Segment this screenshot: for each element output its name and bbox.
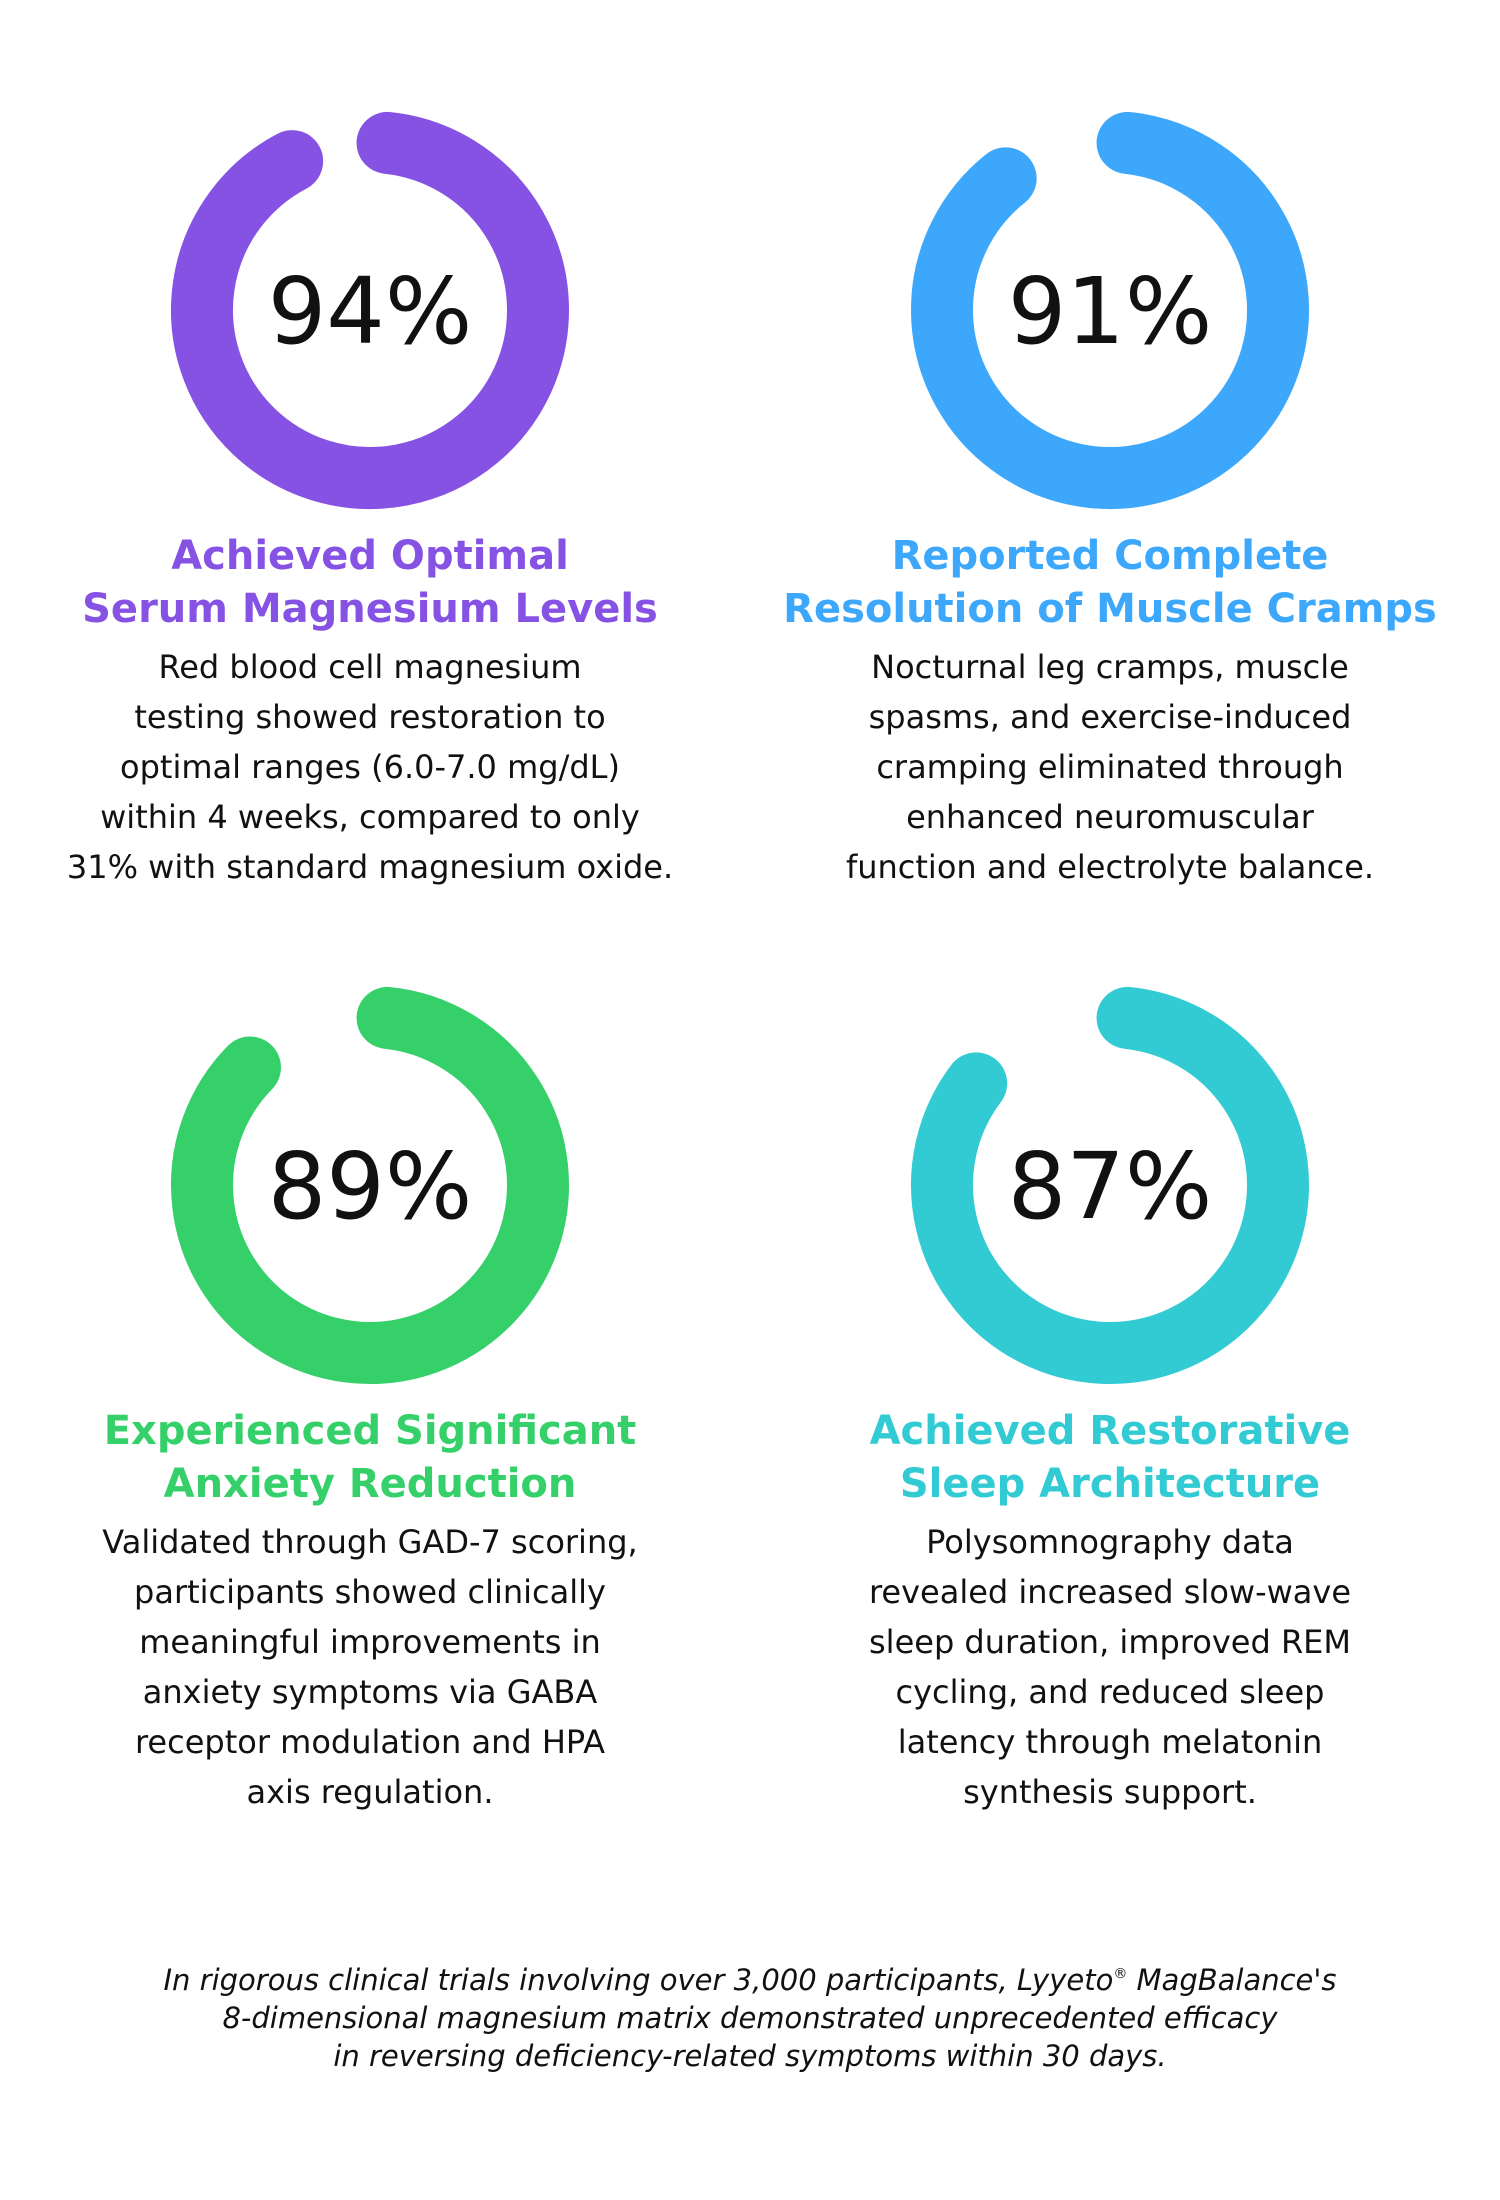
stat-heading: Reported Complete Resolution of Muscle C…	[783, 533, 1437, 632]
stat-card-muscle-cramps: 91% Reported Complete Resolution of Musc…	[740, 100, 1480, 892]
stat-description: Nocturnal leg cramps, muscle spasms, and…	[845, 648, 1375, 886]
progress-ring-arc	[911, 986, 1309, 1384]
clinical-trial-footnote: In rigorous clinical trials involving ov…	[0, 1955, 1500, 2075]
progress-ring-arc	[171, 111, 569, 509]
stat-card-sleep-architecture: 87% Achieved Restorative Sleep Architect…	[740, 975, 1480, 1817]
stat-card-serum-magnesium: 94% Achieved Optimal Serum Magnesium Lev…	[0, 100, 740, 892]
percent-value: 94%	[268, 258, 472, 365]
progress-ring: 91%	[911, 111, 1309, 509]
percent-value: 87%	[1008, 1133, 1212, 1240]
stat-heading: Experienced Significant Anxiety Reductio…	[103, 1408, 637, 1507]
progress-ring-arc	[171, 986, 569, 1384]
progress-ring: 87%	[911, 986, 1309, 1384]
registered-mark: ®	[1113, 1966, 1128, 1982]
percent-value: 89%	[268, 1133, 472, 1240]
percent-value: 91%	[1008, 258, 1212, 365]
stat-description: Polysomnography data revealed increased …	[868, 1523, 1352, 1811]
progress-ring-arc	[911, 111, 1309, 509]
stat-description: Validated through GAD-7 scoring, partici…	[102, 1523, 638, 1811]
stat-card-anxiety-reduction: 89% Experienced Significant Anxiety Redu…	[0, 975, 740, 1817]
stat-description: Red blood cell magnesium testing showed …	[66, 648, 674, 886]
stat-heading: Achieved Optimal Serum Magnesium Levels	[82, 533, 658, 632]
progress-ring: 94%	[171, 111, 569, 509]
footnote-text-start: In rigorous clinical trials involving ov…	[163, 1963, 1114, 1997]
progress-ring: 89%	[171, 986, 569, 1384]
stat-heading: Achieved Restorative Sleep Architecture	[869, 1408, 1351, 1507]
footnote-text-end: MagBalance's 8-dimensional magnesium mat…	[222, 1963, 1337, 2073]
